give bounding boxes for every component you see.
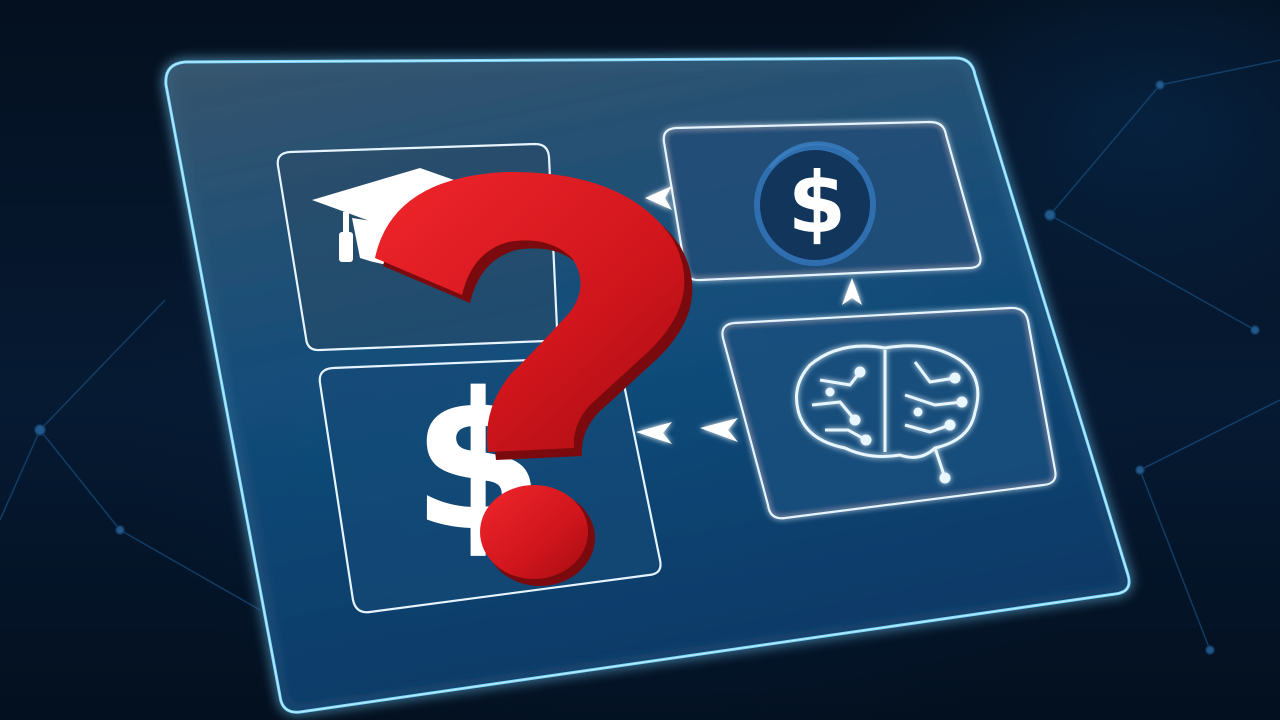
connector-arrows: [636, 186, 862, 444]
ai-brain-icon: [795, 344, 980, 484]
arrow-left-icon: [645, 186, 672, 210]
network-lines: [0, 59, 1280, 655]
arrow-up-icon: [842, 278, 862, 305]
svg-text:$: $: [788, 154, 846, 252]
question-mark-icon: [375, 171, 693, 586]
arrow-left-icon: [636, 422, 672, 444]
dollar-circle-icon: $: [754, 141, 876, 266]
arrow-left-icon: [700, 418, 738, 442]
card-ai-brain: [721, 306, 1057, 520]
